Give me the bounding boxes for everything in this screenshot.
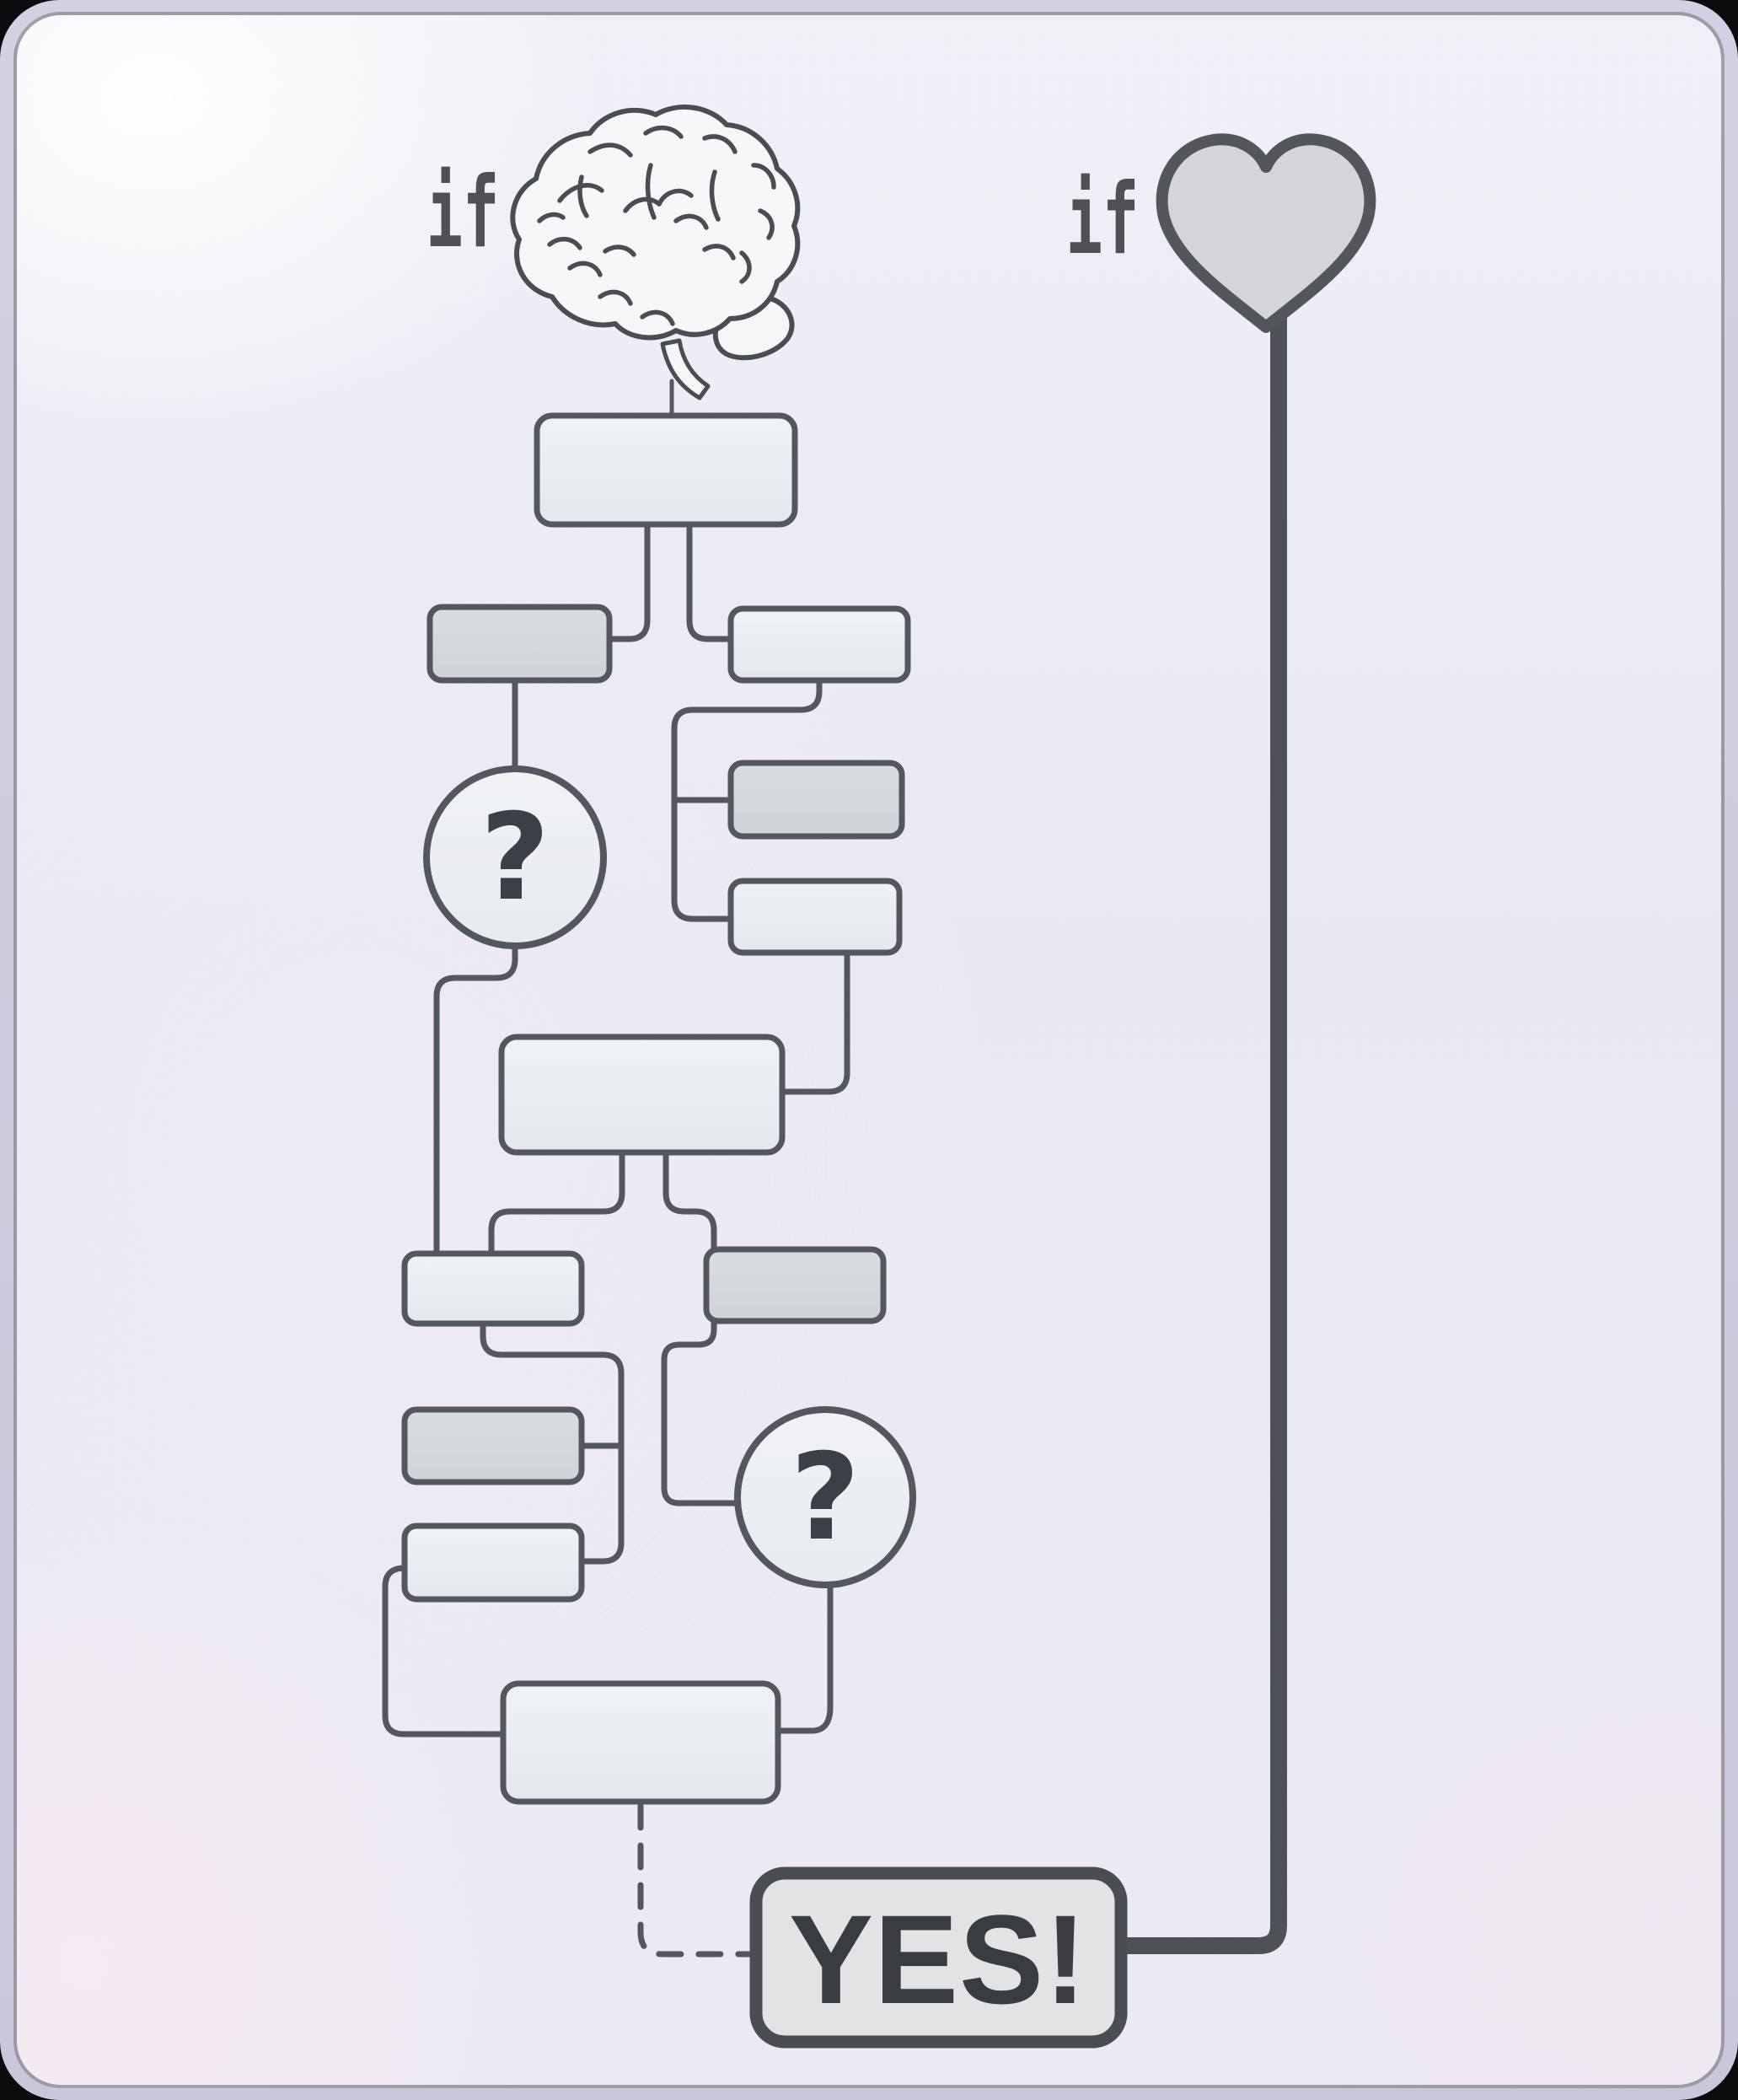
brain-icon: [510, 104, 801, 400]
connector-box7-to-box9: [662, 1149, 717, 1253]
flow-box-12: [500, 1680, 781, 1805]
flow-box-10: [401, 1406, 585, 1485]
if-label-brain: if: [426, 155, 500, 270]
flow-box-8: [401, 1250, 585, 1327]
question-circle-1: [423, 765, 607, 949]
if-label-heart: if: [1066, 162, 1140, 277]
brain-folds: [537, 125, 776, 326]
connector-box1-to-box2: [606, 521, 651, 642]
yes-text: YES!: [789, 1888, 1087, 2030]
connector-box11-to-box12: [382, 1565, 507, 1737]
yes-box: [749, 1866, 1128, 2049]
connector-circle2-to-box12: [775, 1582, 834, 1734]
yes-node: YES!: [749, 1866, 1128, 2049]
photo-card-background: [13, 12, 1725, 2088]
connector-box12-to-yes-dashed: [637, 1802, 757, 1958]
flow-box-9: [703, 1246, 887, 1324]
flow-box-5: [727, 878, 903, 956]
connector-box9-to-circle2: [661, 1318, 741, 1507]
connector-box1-to-box3: [686, 521, 734, 642]
flow-box-11: [401, 1523, 585, 1603]
flow-boxes: [401, 412, 911, 1805]
heart-icon: [1156, 133, 1376, 333]
flow-box-3: [727, 605, 911, 684]
connector-circle1-to-box8: [433, 943, 518, 1257]
question-mark-icon: ?: [791, 1428, 860, 1567]
question-mark-icon: ?: [480, 788, 550, 927]
connector-box7-to-box8: [488, 1149, 625, 1257]
question-nodes: ? ?: [423, 765, 916, 1588]
heart-line-to-yes: [1114, 305, 1287, 1954]
connector-box5-to-box7: [779, 949, 850, 1095]
brain-outline: [510, 104, 801, 341]
flow-box-4: [727, 760, 905, 840]
flow-box-1: [534, 412, 798, 528]
connector-box8-to-box11: [480, 1320, 625, 1565]
flow-box-2: [426, 604, 613, 684]
flow-connectors: [382, 379, 850, 1958]
flow-box-7: [498, 1034, 786, 1156]
brain-stem: [660, 338, 711, 400]
question-circle-2: [734, 1406, 916, 1588]
connector-box3-down: [671, 677, 823, 922]
